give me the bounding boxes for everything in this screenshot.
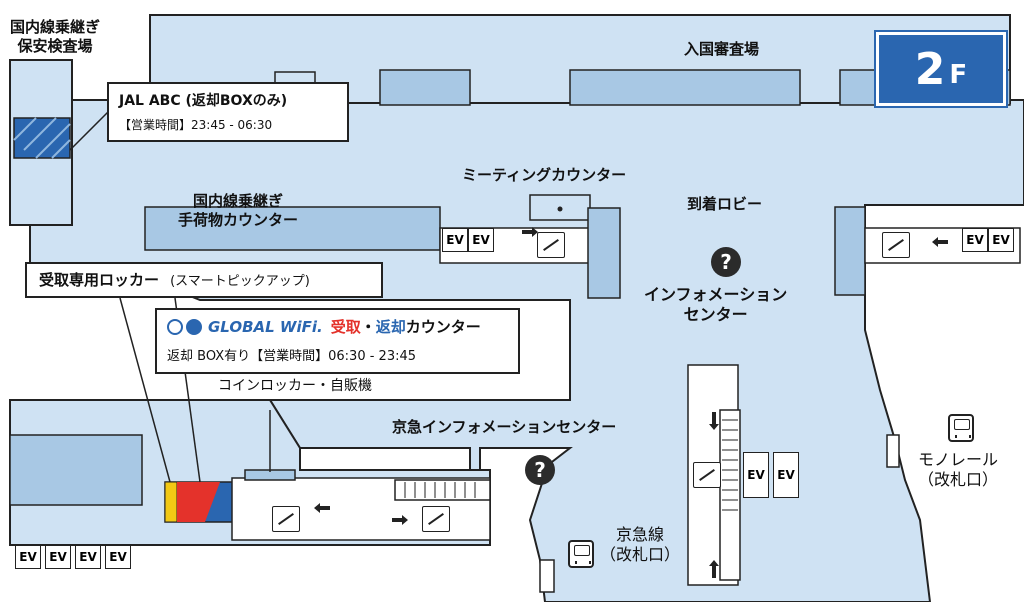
wifi-signal-icon	[186, 318, 202, 335]
ev-1: EV	[442, 228, 468, 252]
train-icon	[568, 540, 594, 568]
escalator-icon	[882, 232, 910, 258]
label-arrival-lobby: 到着ロビー	[687, 195, 763, 213]
label-monorail: モノレール （改札口）	[918, 450, 999, 489]
wifi-detail: 返却 BOX有り【営業時間】06:30 - 23:45	[167, 349, 417, 364]
ev-6: EV	[45, 545, 71, 569]
wifi-receive: 受取	[330, 318, 361, 336]
escalator-icon	[693, 462, 721, 488]
label-keikyu-info: 京急インフォメーションセンター	[392, 418, 617, 436]
label-information-center: インフォメーション センター	[644, 285, 788, 324]
floor-badge: 2 F	[876, 32, 1006, 106]
ev-2: EV	[468, 228, 494, 252]
callout-jal: JAL ABC (返却BOXのみ) 【営業時間】23:45 - 06:30	[107, 82, 349, 142]
ev-4: EV	[988, 228, 1014, 252]
ev-7: EV	[75, 545, 101, 569]
wifi-counter: カウンター	[405, 318, 481, 336]
jal-hours: 【営業時間】23:45 - 06:30	[119, 118, 273, 132]
label-domestic-security: 国内線乗継ぎ 保安検査場	[10, 18, 101, 55]
label-meeting-counter: ミーティングカウンター	[462, 166, 627, 184]
wifi-return: 返却	[375, 318, 406, 336]
callout-wifi: GLOBAL WiFi. 受取 ・ 返却 カウンター 返却 BOX有り【営業時間…	[155, 308, 520, 374]
jal-title: JAL ABC (返却BOXのみ)	[119, 93, 288, 109]
ev-9: EV	[743, 452, 769, 498]
callout-locker: 受取専用ロッカー (スマートピックアップ)	[25, 262, 383, 298]
floor-number: 2	[914, 43, 946, 95]
wifi-dot: ・	[360, 318, 376, 336]
locker-subtitle: (スマートピックアップ)	[170, 274, 310, 289]
label-immigration: 入国審査場	[684, 40, 760, 58]
ev-10: EV	[773, 452, 799, 498]
floor-suffix: F	[949, 60, 968, 90]
help-icon: ?	[711, 247, 741, 277]
ev-3: EV	[962, 228, 988, 252]
escalator-icon	[537, 232, 565, 258]
label-keikyu-line: 京急線 （改札口）	[600, 525, 681, 564]
help-icon: ?	[525, 455, 555, 485]
label-domestic-baggage: 国内線乗継ぎ 手荷物カウンター	[178, 192, 299, 229]
locker-title: 受取専用ロッカー	[39, 271, 160, 289]
ev-5: EV	[15, 545, 41, 569]
ev-8: EV	[105, 545, 131, 569]
wifi-brand: GLOBAL WiFi.	[208, 317, 323, 336]
escalator-icon	[272, 506, 300, 532]
wifi-globe-icon	[167, 318, 183, 335]
escalator-icon	[422, 506, 450, 532]
train-icon	[948, 414, 974, 442]
label-coin-locker: コインロッカー・自販機	[218, 378, 372, 394]
